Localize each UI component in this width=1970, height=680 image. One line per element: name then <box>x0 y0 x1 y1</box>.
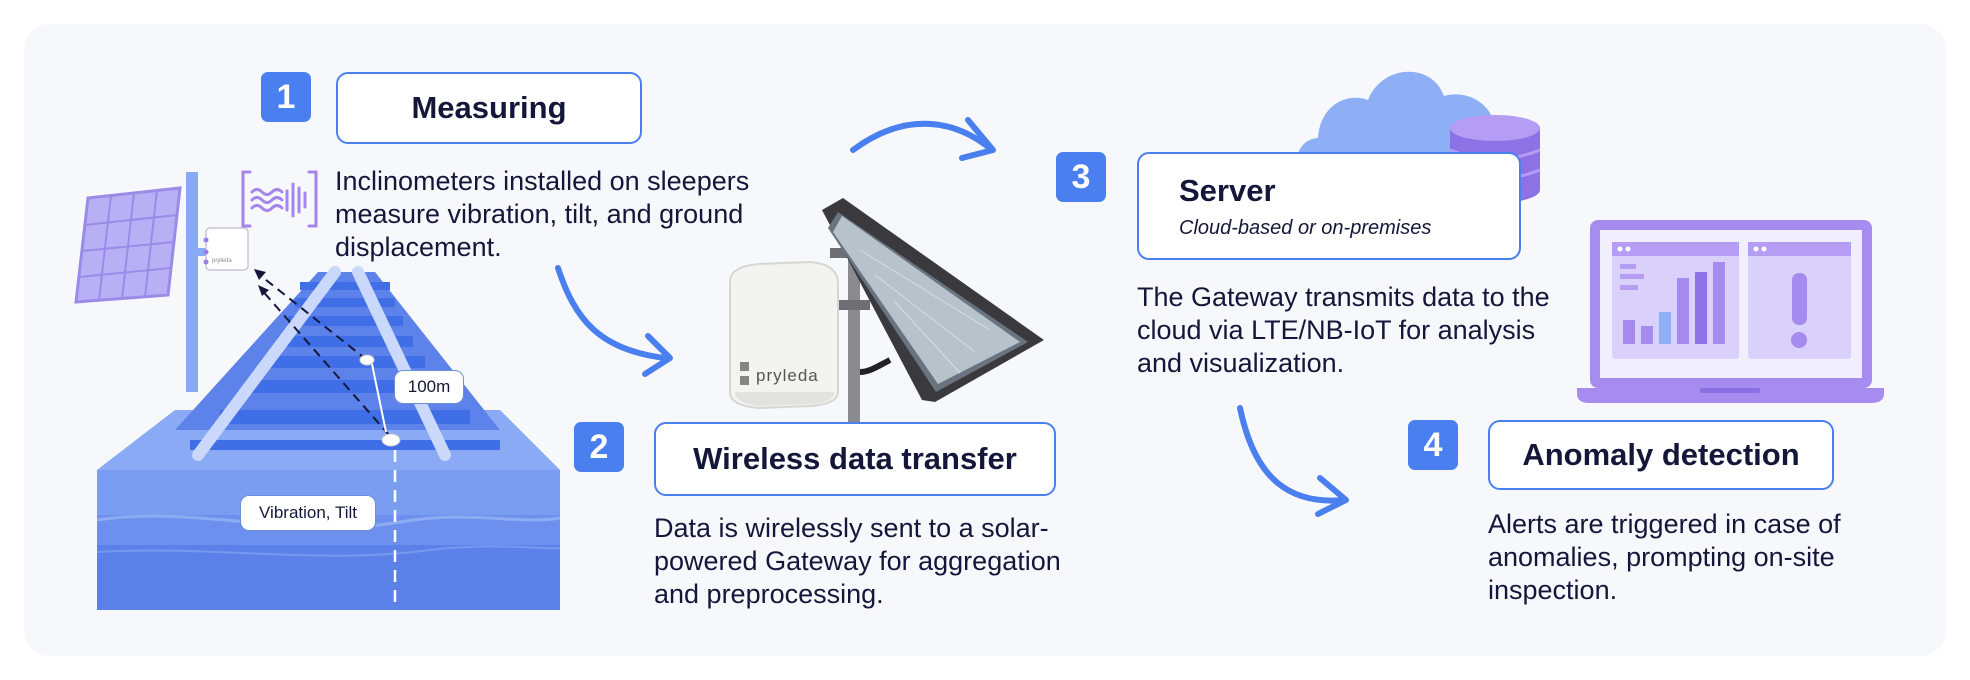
sensor-brand-label: pryleda <box>212 258 232 264</box>
step-3-subtitle: Cloud-based or on-premises <box>1179 216 1432 239</box>
step-1-description: Inclinometers installed on sleepers meas… <box>335 166 750 262</box>
solar-panel-icon <box>74 186 182 304</box>
step-3-title-box: Server Cloud-based or on-premises <box>1137 152 1521 260</box>
step-2-description: Data is wirelessly sent to a solar-power… <box>654 513 1061 609</box>
exclamation-icon <box>1748 242 1851 359</box>
step-4-description: Alerts are triggered in case of anomalie… <box>1488 509 1841 605</box>
step-1-number: 1 <box>261 72 311 122</box>
step-3-title: Server <box>1179 172 1276 208</box>
step-4-title: Anomaly detection <box>1488 420 1834 490</box>
step-2-number: 2 <box>574 422 624 472</box>
gateway-brand-label: pryleda <box>756 366 819 385</box>
distance-label: 100m <box>394 370 464 404</box>
step-3-number: 3 <box>1056 152 1106 202</box>
step-2-title: Wireless data transfer <box>654 422 1056 496</box>
sensor-label: Vibration, Tilt <box>240 495 376 531</box>
bar-chart-icon <box>1612 242 1739 359</box>
step-4-number: 4 <box>1408 420 1458 470</box>
step-1-title: Measuring <box>336 72 642 144</box>
vibration-wave-icon <box>241 170 318 228</box>
step-3-description: The Gateway transmits data to the cloud … <box>1137 282 1550 378</box>
